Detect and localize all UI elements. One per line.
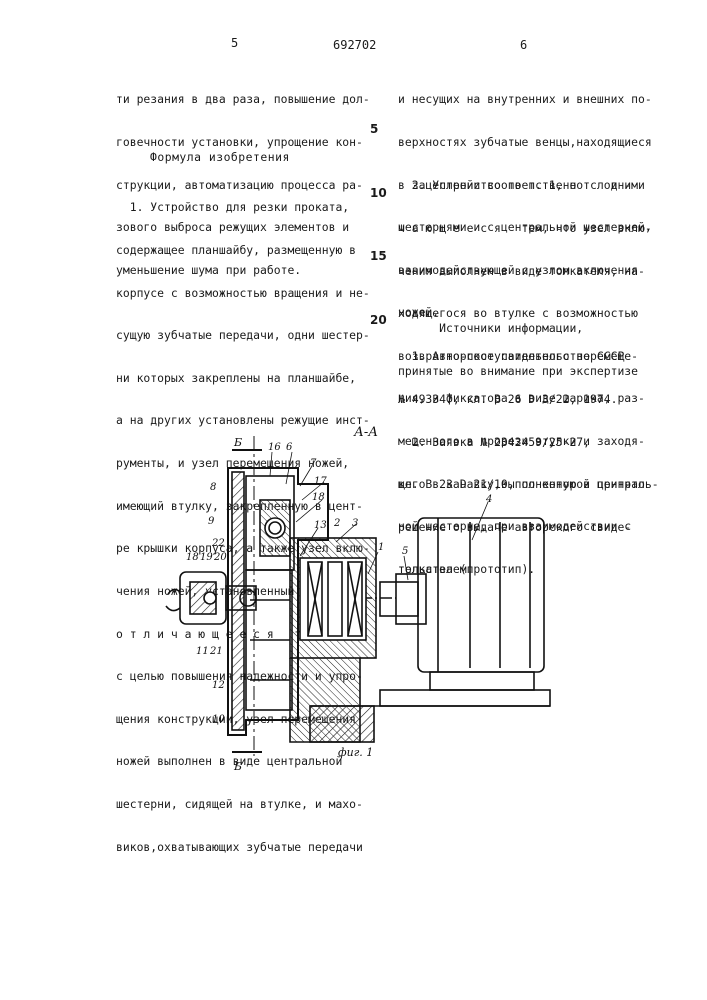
part-label: 19	[200, 552, 213, 563]
part-label: 10	[212, 714, 225, 725]
part-label: 1	[378, 542, 384, 553]
part-label: 6	[286, 442, 293, 453]
part-label: 3	[352, 518, 358, 529]
part-label: 17	[314, 476, 327, 487]
part-label: 2	[333, 518, 340, 529]
part-label: 9	[208, 516, 215, 527]
part-label: 11	[196, 646, 209, 657]
cut-label-bottom: Б	[233, 760, 242, 773]
part-label: 18	[312, 492, 325, 503]
part-label: 22	[211, 538, 225, 549]
cut-label-top: Б	[233, 436, 242, 449]
part-label: 4	[485, 494, 492, 505]
section-label: А-А	[353, 425, 378, 440]
part-label: 7	[310, 458, 317, 469]
part-label: 13	[314, 520, 327, 531]
part-label: 20	[213, 552, 227, 563]
part-label: 18	[186, 552, 199, 563]
part-label: 16	[268, 442, 281, 453]
figure-caption: фиг. 1	[338, 746, 373, 759]
part-label: 8	[210, 482, 216, 493]
part-label: 21	[209, 646, 223, 657]
part-label: 12	[212, 680, 225, 691]
part-label: 5	[402, 546, 408, 557]
